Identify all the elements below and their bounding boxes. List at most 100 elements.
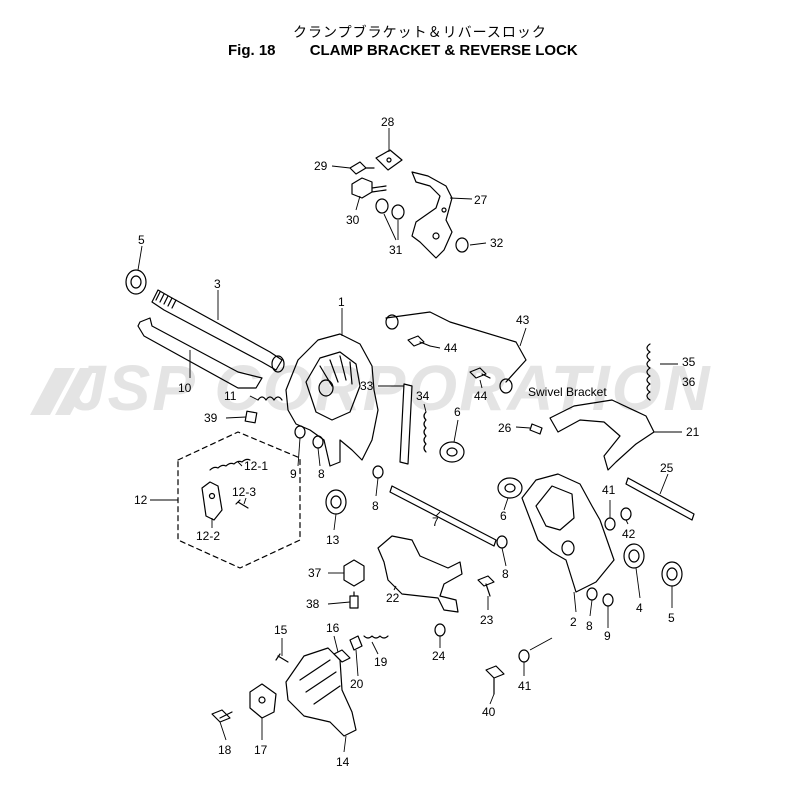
callout-44-a: 44 <box>444 341 458 355</box>
leader-14 <box>343 735 347 753</box>
title-english-row: Fig. 18 CLAMP BRACKET & REVERSE LOCK <box>228 42 578 59</box>
callout-12-3: 12-3 <box>232 485 256 499</box>
callout-17: 17 <box>254 743 268 757</box>
part-42-nut <box>620 507 632 521</box>
leader-43 <box>519 327 527 347</box>
leader-9-left <box>297 437 301 467</box>
part-11-spring <box>257 396 283 401</box>
callout-6-b: 6 <box>500 509 507 523</box>
callout-26: 26 <box>498 421 512 435</box>
leader-20 <box>355 649 359 677</box>
part-13-bushing-inner <box>330 495 342 509</box>
part-3-thread <box>155 291 177 309</box>
part-5-nut-right <box>661 561 683 587</box>
part-43-end-a <box>385 314 399 330</box>
part-37-block <box>343 559 365 587</box>
leader-13 <box>333 513 337 531</box>
leader-11 <box>249 395 259 401</box>
callout-44-b: 44 <box>474 389 488 403</box>
callout-39: 39 <box>204 411 218 425</box>
part-28-hole <box>386 157 392 163</box>
part-9-washer-right <box>602 593 614 607</box>
title-english: CLAMP BRACKET & REVERSE LOCK <box>309 42 578 59</box>
callout-2: 2 <box>570 615 577 629</box>
part-12-3-pin <box>235 499 249 509</box>
callout-28: 28 <box>381 115 395 129</box>
callout-22: 22 <box>386 591 400 605</box>
part-8-washer-a <box>372 465 384 479</box>
part-44-bolt-b <box>469 367 491 379</box>
callout-6-a: 6 <box>454 405 461 419</box>
callout-11: 11 <box>224 389 237 403</box>
part-6-collar-a-inner <box>446 447 458 457</box>
leader-44b <box>479 379 483 389</box>
callout-12: 12 <box>134 493 148 507</box>
callout-12-1: 12-1 <box>244 459 268 473</box>
part-20-clip <box>349 635 363 651</box>
leader-8c <box>589 599 593 617</box>
leader-2 <box>573 591 577 613</box>
part-9-washer-left <box>294 425 306 439</box>
leader-26 <box>515 426 531 429</box>
part-12-1-spring <box>209 458 251 471</box>
leader-19 <box>371 641 379 655</box>
callout-18: 18 <box>218 743 232 757</box>
part-25-rod <box>625 477 695 521</box>
swivel-bracket-annotation: Swivel Bracket <box>528 385 607 399</box>
leader-44a <box>429 345 441 349</box>
part-12-group-box <box>177 431 301 569</box>
callout-9-left: 9 <box>290 467 297 481</box>
leader-7 <box>435 511 441 517</box>
callout-35: 35 <box>682 355 696 369</box>
part-17-plate <box>249 683 277 719</box>
callout-16: 16 <box>326 621 340 635</box>
callout-36: 36 <box>682 375 696 389</box>
callout-38: 38 <box>306 597 320 611</box>
part-41-washer-top <box>604 517 616 531</box>
part-33-rod <box>399 383 413 465</box>
callout-8-a: 8 <box>372 499 379 513</box>
callout-8-c: 8 <box>586 619 593 633</box>
part-22-reverse-lock <box>377 535 463 613</box>
part-1-clamp-ribs <box>319 355 353 387</box>
part-5-nut-right-inner <box>666 567 678 581</box>
part-14-stopper <box>285 647 357 737</box>
part-32-washer <box>455 237 469 253</box>
part-27-bracket <box>411 171 453 259</box>
leader-30 <box>355 195 361 211</box>
leader-12-1 <box>237 461 243 467</box>
callout-12-2: 12-2 <box>196 529 220 543</box>
leader-12-3 <box>243 497 247 505</box>
leader-25 <box>659 473 669 495</box>
title-japanese: クランプブラケット＆リバースロック <box>293 25 547 41</box>
part-7-shaft <box>389 485 497 547</box>
part-43-link <box>385 311 527 383</box>
part-4-nut <box>623 543 645 569</box>
part-31-washer-b <box>391 204 405 220</box>
callout-4: 4 <box>636 601 643 615</box>
leader-40 <box>489 693 495 705</box>
part-30-bolt <box>351 177 387 199</box>
callout-9-right: 9 <box>604 629 611 643</box>
part-39-pad <box>244 410 258 424</box>
part-1-hole <box>318 379 334 397</box>
callout-8-left: 8 <box>318 467 325 481</box>
callout-27: 27 <box>474 193 488 207</box>
part-8-washer-left <box>312 435 324 449</box>
leader-16 <box>333 635 339 653</box>
watermark-text: JSP CORPORATION <box>70 352 712 424</box>
part-43-end-b <box>499 378 513 394</box>
part-27-hole-a <box>432 232 440 240</box>
callout-14: 14 <box>336 755 350 769</box>
part-2-hole <box>561 540 575 556</box>
callout-42: 42 <box>622 527 636 541</box>
part-34-spring <box>423 411 427 453</box>
part-13-bushing <box>325 489 347 515</box>
callout-3: 3 <box>214 277 221 291</box>
leader-6b <box>503 497 509 511</box>
part-24-washer <box>434 623 446 637</box>
part-17-hole <box>258 696 266 704</box>
leader-41-long <box>529 637 553 651</box>
part-27-hole-b <box>441 207 447 213</box>
